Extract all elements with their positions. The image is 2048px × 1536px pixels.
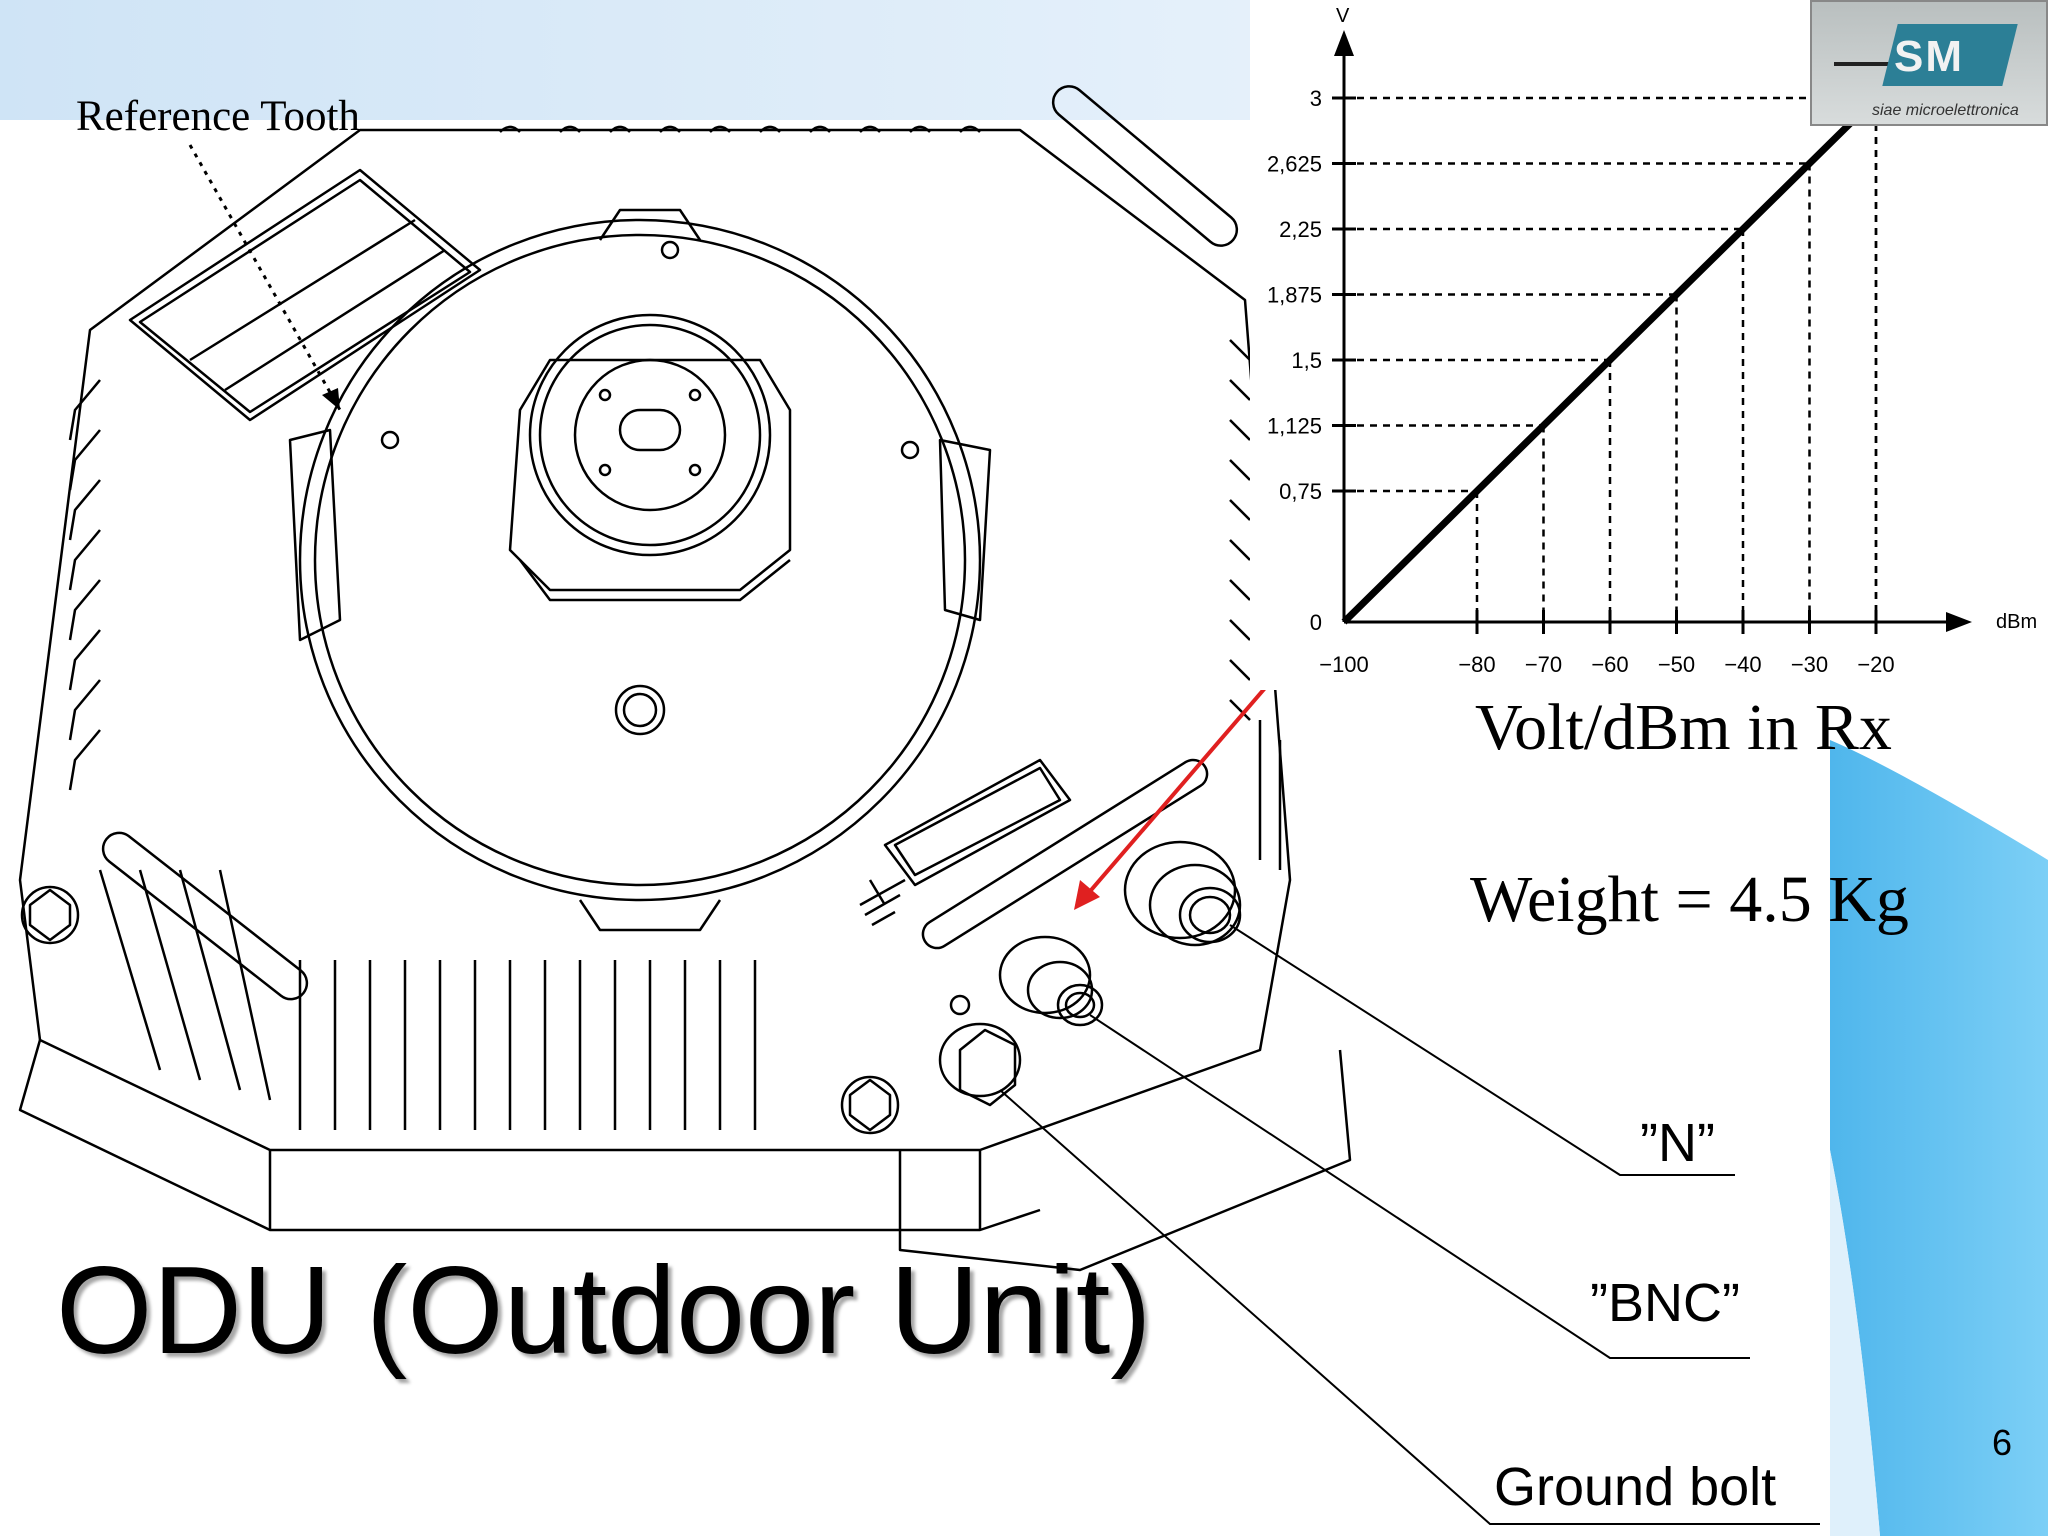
heatsink-fins-right [1229,339,1282,870]
center-feed [508,313,792,602]
y-axis-label: V [1336,5,1350,27]
reference-tooth-label: Reference Tooth [76,93,360,140]
x-tick-label: −50 [1658,652,1695,677]
x-tick-label: −70 [1525,652,1562,677]
volt-dbm-line [1341,95,1879,625]
heatsink-fins-left [68,379,101,791]
chart-caption: Volt/dBm in Rx [1475,691,1892,764]
n-connector [1123,840,1242,947]
y-tick-label: 2,25 [1279,217,1322,242]
reference-pointer [188,144,342,411]
y-tick-label: 3 [1310,86,1322,111]
logo-tagline: siae microelettronica [1872,102,2019,119]
weight-label: Weight = 4.5 Kg [1470,863,1909,936]
x-tick-label: −40 [1724,652,1761,677]
ground-symbol [859,878,906,927]
sm-logo: SM siae microelettronica [1810,0,2048,126]
y-axis-arrow [1334,30,1354,56]
callout-n-connector: ”N” [1640,1113,1715,1173]
x-tick-label: −30 [1791,652,1828,677]
red-arrowhead [1074,880,1100,910]
ground-bolt-drawing [938,994,1022,1107]
x-tick-label: −80 [1458,652,1495,677]
top-teeth [499,125,981,133]
x-axis-arrow [1946,612,1972,632]
red-arrow-line [1084,650,1298,898]
y-tick-label: 0,75 [1279,479,1322,504]
x-tick-label: −100 [1319,652,1369,677]
y-tick-label: 1,5 [1291,348,1322,373]
y-tick-label: 1,125 [1267,414,1322,439]
callout-ground-bolt: Ground bolt [1494,1457,1777,1517]
y-tick-label: 0 [1310,610,1322,635]
heatsink-fins-bottom [98,869,757,1130]
bolt-left [20,885,80,945]
label-plate [128,168,482,422]
antenna-flange [288,208,992,932]
handle-slot-bottom-right [921,758,1209,950]
x-tick-label: −20 [1857,652,1894,677]
y-tick-label: 1,875 [1267,283,1322,308]
x-axis-label: dBm [1996,611,2037,633]
slide-title: ODU (Outdoor Unit) [56,1242,1152,1380]
volt-dbm-chart: dBm V −100 0 −80 0,75 −70 1,125 −60 1,5 −50 1,875 −4… [1267,5,2040,677]
callout-bnc-connector: ”BNC” [1590,1273,1740,1333]
bolt-bottom [840,1075,900,1135]
logo-text: SM [1894,32,1964,81]
y-tick-label: 2,625 [1267,152,1322,177]
callout-leaders [999,924,1820,1525]
sm-logo-embossed [883,758,1072,887]
bnc-connector [998,935,1104,1027]
logo-line [1834,62,1904,66]
x-tick-label: −60 [1591,652,1628,677]
right-accent-shape [1830,740,2048,1536]
handle-slot-bottom-left [101,831,309,1001]
page-number: 6 [1992,1422,2013,1463]
odu-drawing [18,85,1820,1525]
reference-arrowhead [322,388,340,410]
right-accent-light [1830,1150,1880,1536]
handle-slot-top-right [1051,85,1239,247]
